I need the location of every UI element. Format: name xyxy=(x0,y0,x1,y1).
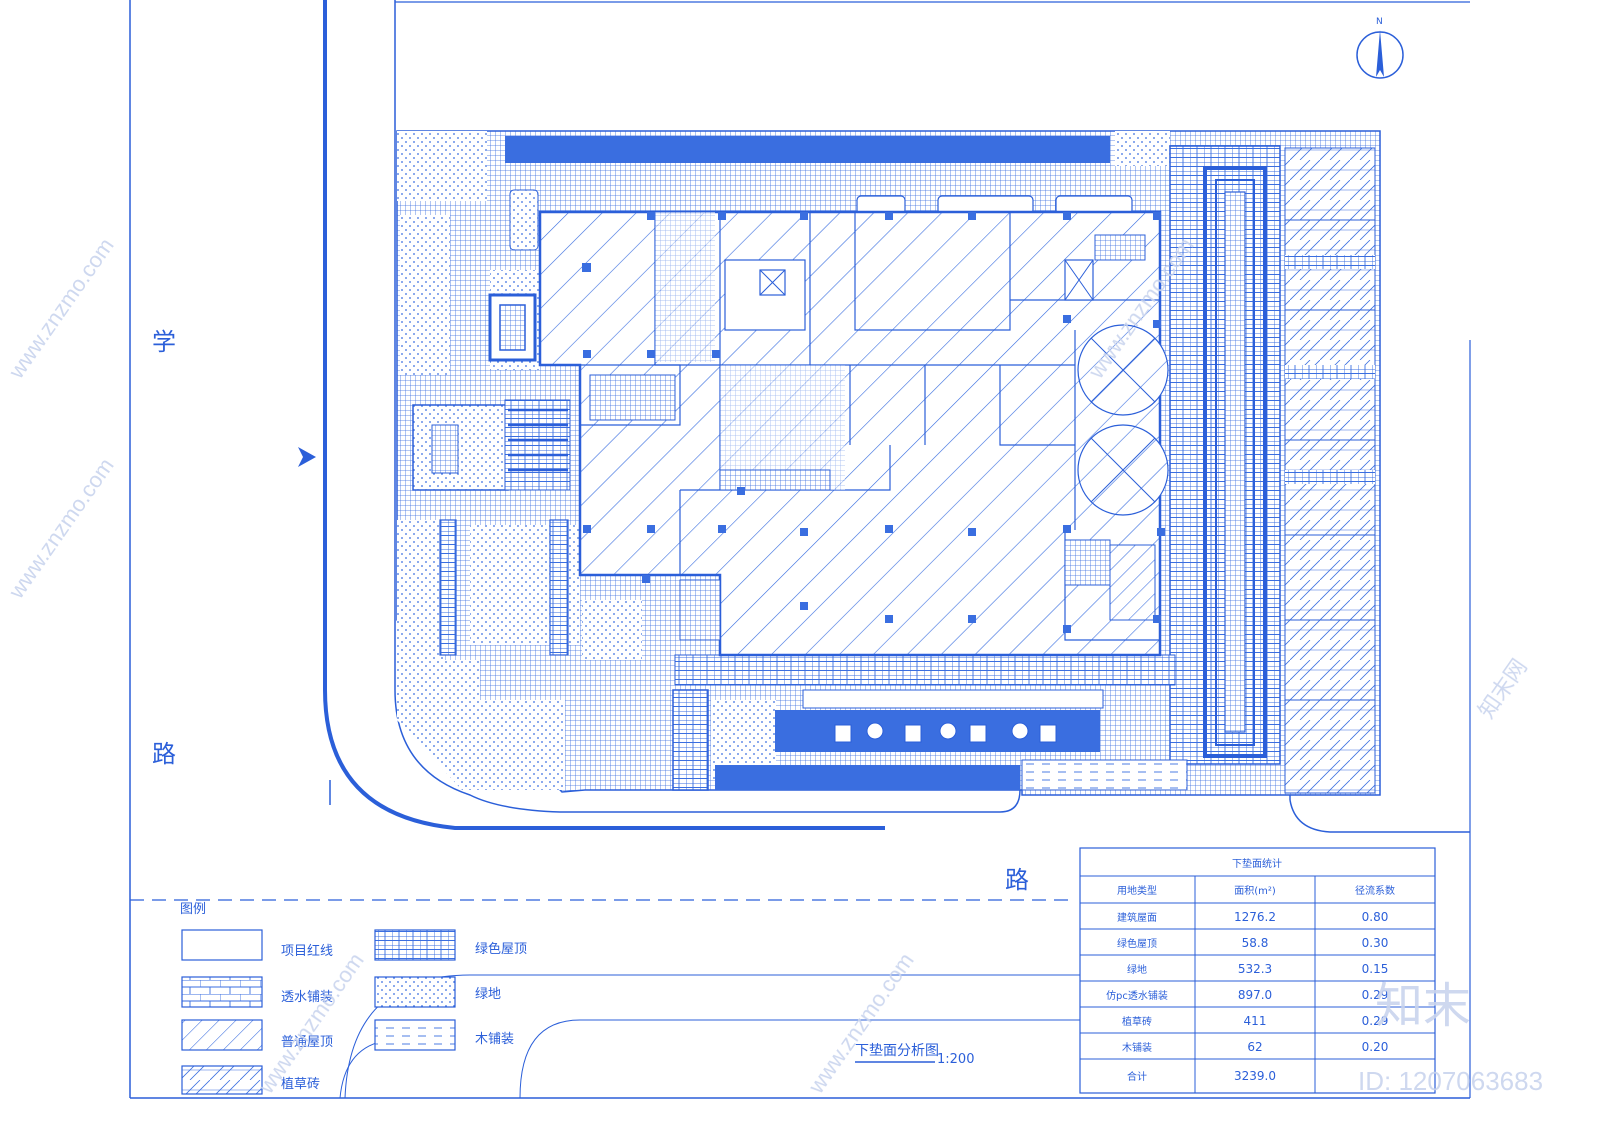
legend-swatch xyxy=(374,1019,456,1051)
plan-scale: 1:200 xyxy=(937,1052,974,1067)
stats-header: 面积(m²) xyxy=(1234,885,1276,897)
stats-cell: 0.29 xyxy=(1362,988,1389,1002)
legend-label: 植草砖 xyxy=(281,1077,320,1092)
stats-cell: 1276.2 xyxy=(1234,910,1276,924)
legend-label: 绿地 xyxy=(475,987,501,1002)
legend-swatch xyxy=(374,929,456,961)
stats-cell: 合计 xyxy=(1127,1070,1147,1083)
legend-swatch xyxy=(181,929,263,961)
stats-cell: 3239.0 xyxy=(1234,1069,1276,1083)
north-label: N xyxy=(1376,17,1383,27)
watermark-site: 知末网 xyxy=(1474,654,1532,722)
legend-item: 植草砖 xyxy=(181,1065,320,1095)
legend-label: 项目红线 xyxy=(281,943,333,959)
stats-cell: 0.15 xyxy=(1362,962,1389,976)
entrance-arrow-icon xyxy=(298,447,316,467)
road-name-left-2: 路 xyxy=(152,740,176,768)
legend-swatch xyxy=(181,976,263,1008)
stats-cell: 532.3 xyxy=(1238,962,1272,976)
stats-cell: 仿pc透水铺装 xyxy=(1106,989,1168,1002)
stats-cell: 0.29 xyxy=(1362,1014,1389,1028)
legend-item: 项目红线 xyxy=(181,929,333,961)
stats-cell: 0.30 xyxy=(1362,936,1389,950)
legend-label: 透水铺装 xyxy=(281,990,333,1005)
legend-swatch xyxy=(181,1065,263,1095)
road-name-left-1: 学 xyxy=(152,328,176,356)
watermark-id: ID: 1207063683 xyxy=(1358,1066,1543,1096)
stats-table: 下垫面统计 用地类型 面积(m²) 径流系数 建筑屋面 1276.2 0.80 … xyxy=(1079,847,1436,1094)
stats-header: 径流系数 xyxy=(1355,884,1395,897)
stats-cell: 0.20 xyxy=(1362,1040,1389,1054)
drawing-frame xyxy=(129,0,1471,1099)
watermark-url: www.znzmo.com xyxy=(3,453,119,603)
plan-title-block: 下垫面分析图 1:200 xyxy=(855,1043,974,1067)
stats-cell: 绿色屋顶 xyxy=(1117,937,1157,950)
stats-title: 下垫面统计 xyxy=(1232,857,1282,870)
legend-item: 绿色屋顶 xyxy=(374,929,527,961)
legend-label: 木铺装 xyxy=(475,1032,514,1047)
plan-title: 下垫面分析图 xyxy=(855,1043,939,1059)
legend-title: 图例 xyxy=(180,902,206,917)
watermark-url: www.znzmo.com xyxy=(803,948,919,1098)
stats-cell: 58.8 xyxy=(1242,936,1269,950)
legend-item: 木铺装 xyxy=(374,1019,514,1051)
stats-cell: 897.0 xyxy=(1238,988,1272,1002)
site-plan xyxy=(396,130,1381,796)
north-arrow-icon: N xyxy=(1356,17,1404,79)
legend-item: 普通屋顶 xyxy=(181,1019,333,1051)
stats-header: 用地类型 xyxy=(1117,884,1157,897)
legend-swatch xyxy=(181,1019,263,1051)
legend-item: 透水铺装 xyxy=(181,976,333,1008)
stats-cell: 绿地 xyxy=(1127,963,1147,976)
legend-swatch xyxy=(374,976,456,1008)
legend: 图例 项目红线 绿色屋顶 透水铺装 绿地 普通屋顶 木铺装 植草砖 xyxy=(180,902,527,1095)
stats-cell: 0.80 xyxy=(1362,910,1389,924)
watermark-brand: 知末 xyxy=(1375,980,1471,1033)
stats-cell: 62 xyxy=(1247,1040,1262,1054)
stats-cell: 木铺装 xyxy=(1122,1041,1152,1054)
legend-item: 绿地 xyxy=(374,976,501,1008)
road-name-bottom: 路 xyxy=(1005,866,1029,894)
stats-cell: 建筑屋面 xyxy=(1117,911,1157,924)
legend-label: 绿色屋顶 xyxy=(475,941,527,957)
stats-cell: 植草砖 xyxy=(1122,1015,1152,1028)
watermark-url: www.znzmo.com xyxy=(3,233,119,383)
stats-cell: 411 xyxy=(1244,1014,1267,1028)
legend-label: 普通屋顶 xyxy=(281,1035,333,1050)
